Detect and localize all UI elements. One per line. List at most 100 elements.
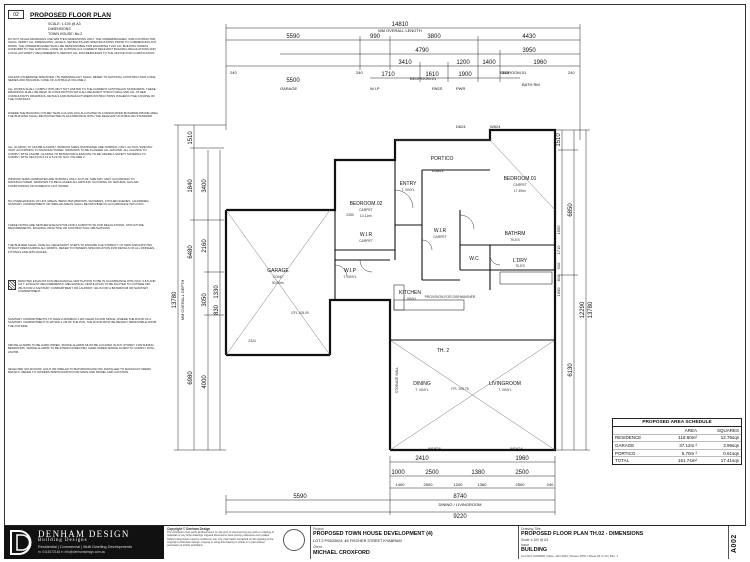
setback-dim: 2324 (248, 339, 256, 343)
drawing-title: PROPOSED FLOOR PLAN TH.02 - DIMENSIONS (521, 531, 644, 537)
divider (518, 526, 519, 559)
note-paragraph: THE BUILDER SHALL TAKE ALL NECESSARY STE… (8, 243, 156, 254)
dim-label: 13780 (588, 301, 594, 318)
garage-void-lines (225, 139, 556, 451)
denham-logo-icon (10, 530, 32, 555)
dim-label: 1960 (533, 60, 547, 66)
client-name: MICHAEL CROXFORD (313, 550, 370, 556)
drawing-title-label: Drawing Title (521, 527, 541, 531)
room-finish: T. VINYL (403, 297, 416, 301)
dim-label: 1710 (556, 245, 561, 255)
dim-label: 3950 (522, 48, 536, 54)
dim-label: 1840 (188, 179, 194, 193)
dim-label: 240 (356, 70, 363, 75)
room-name: W.I.R (434, 228, 447, 234)
dim-label: 990 (370, 34, 381, 40)
dim-label: 1510 (188, 131, 194, 145)
note-paragraph: DO NOT SCALE DRAWINGS USE WRITTEN DIMENS… (8, 37, 158, 55)
dim-label: 2410 (415, 456, 429, 462)
issue-label: Issue (521, 543, 530, 547)
dim-label: 6130 (568, 363, 574, 377)
room-finish: T. VINYL (415, 388, 428, 392)
room-area: 14.11m² (360, 214, 373, 218)
dim-label: 810 (556, 274, 561, 281)
room-label-small: BEDROOM.01 (410, 76, 437, 81)
table-cell: RESIDENCE (613, 434, 662, 443)
window-tag: D1821 (432, 168, 445, 173)
room-finish: TILES (510, 238, 520, 242)
dim-label: 3800 (427, 34, 441, 40)
room-name: GARAGE (267, 268, 289, 274)
left-dimension-lines (174, 124, 226, 451)
area-schedule-title: PROPOSED AREA SCHEDULE (613, 419, 741, 427)
company-subtitle: Building Designs (38, 538, 88, 543)
room-name: LIVINGROOM (489, 381, 521, 387)
dim-label: 6480 (188, 245, 194, 259)
dim-label: 3400 (202, 179, 208, 193)
dim-label: 1590 (556, 225, 561, 235)
room-finish: TILES (515, 264, 525, 268)
dim-label: 1200 (456, 60, 470, 66)
room-name: W.I.P (344, 268, 357, 274)
dim-label: 5590 (286, 34, 300, 40)
company-logo-panel: DENHAM DESIGN Building Designs Residenti… (4, 526, 164, 559)
table-cell: 37.12m ² (661, 441, 699, 450)
room-finish: CARPET (359, 208, 373, 212)
note-paragraph: ALL GLAZING TO AS1288 & AS2047. WINDOW S… (8, 145, 154, 160)
top-dimension-lines (225, 24, 581, 140)
drawing-scale: Scale 1:100 @ A3 (521, 538, 549, 542)
copyright-notice: Copyright © Denham Design The contractor… (167, 527, 274, 547)
dim-label: 1510 (556, 133, 562, 147)
setback-dim: 2350 (346, 213, 354, 217)
copyright-heading: Copyright © Denham Design (167, 527, 211, 531)
floor-level: FFL 105.75 (451, 387, 468, 391)
window-tag: W1624 (510, 446, 523, 451)
dim-label: 830 (214, 304, 220, 315)
room-name: L'DRY (513, 258, 528, 264)
dim-label: 12290 (580, 301, 586, 318)
sheet-code: A002 (731, 534, 738, 553)
dim-label: 1900 (458, 72, 472, 78)
sheet-number-badge: 02 (8, 10, 24, 19)
right-dimension-lines (556, 129, 590, 451)
dim-label: 5500 (286, 78, 300, 84)
window-tag: D624 (456, 124, 466, 129)
dim-label: 2500 (425, 470, 439, 476)
approval-stamp-circle (283, 529, 305, 551)
room-finish: T. VINYL (401, 188, 414, 192)
sheet-code-box: A002 (728, 526, 746, 559)
table-header-cell (613, 427, 662, 435)
room-area: 17.49m² (514, 189, 527, 193)
room-label-small: PASS (432, 86, 443, 91)
dim-label: 240 (547, 482, 554, 487)
table-cell: 118.60m² (661, 434, 699, 443)
kitchen-note: PROVISION FOR DISHWASHER (425, 295, 476, 299)
storage-wall-label: STORAGE WALL (395, 367, 399, 394)
overall-length-label: MM OVERALL LENGTH (378, 28, 422, 33)
room-label-small: GARAGE (280, 86, 297, 91)
dim-label: 4000 (202, 375, 208, 389)
dim-label: 1960 (515, 456, 529, 462)
dim-label: 2160 (202, 239, 208, 253)
dim-label: 6980 (188, 371, 194, 385)
overall-depth-dim: 13780 (172, 291, 178, 308)
table-row: PORTICO 5.70m ² 0.61sqs (613, 449, 741, 458)
sheet-subtitle: DIMENSIONS (48, 27, 71, 31)
dim-label: 5590 (293, 494, 307, 500)
floor-level: GFL 105.00 (291, 311, 309, 315)
table-header-row: AREA SQUARES (613, 427, 741, 435)
company-contact: m: 0418172146 e: info@denhamdesign.com.a… (38, 550, 106, 554)
dim-label: 2500 (424, 482, 434, 487)
bottom-dimension-lines (225, 456, 556, 515)
dim-label: 4790 (415, 48, 429, 54)
table-cell: 161.74m² (677, 458, 697, 464)
table-row: RESIDENCE 118.60m² 12.76sqs (613, 434, 741, 443)
title-block: DENHAM DESIGN Building Designs Residenti… (4, 525, 746, 559)
area-schedule: PROPOSED AREA SCHEDULE AREA SQUARES RESI… (612, 418, 742, 465)
sheet-meta: SCALE: 1:100 @ A3 DIMENSIONS TOWN HOUSE:… (48, 22, 82, 37)
room-label-small: BEDROOM.01 (500, 70, 527, 75)
internal-walls (334, 160, 555, 341)
room-name: KITCHEN (399, 290, 421, 296)
project-label: Project (313, 527, 324, 531)
note-paragraph: NO OVERHANGING OF HOT AREAS. BEING BATHR… (8, 199, 151, 207)
